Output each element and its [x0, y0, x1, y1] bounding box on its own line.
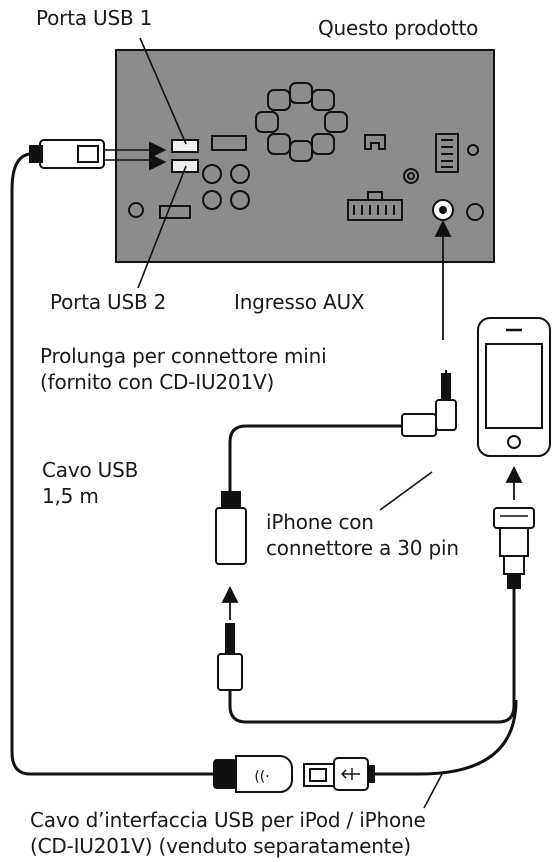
- left-bottom-slot: [159, 205, 191, 219]
- label-iphone-line1: iPhone con: [266, 510, 374, 534]
- leader-usb2: [137, 165, 187, 289]
- hdmi-slot: [211, 135, 247, 151]
- dock-connector: [493, 507, 535, 589]
- head-unit: [115, 49, 495, 263]
- interface-round-plug: ((·: [213, 755, 293, 793]
- usb-ports: [171, 139, 199, 173]
- label-cavo-usb-line1: Cavo USB: [42, 458, 139, 482]
- aux-plug: [401, 370, 457, 437]
- label-iphone-line2: connettore a 30 pin: [266, 536, 459, 560]
- round-jacks: [128, 144, 484, 221]
- aux-arrow: [434, 219, 452, 340]
- label-porta-usb-2: Porta USB 2: [50, 290, 167, 314]
- iphone-arrow: [505, 465, 523, 500]
- interface-cable-right: [228, 588, 516, 724]
- svg-text:((·: ((·: [254, 769, 269, 785]
- iphone-screen: [485, 343, 543, 429]
- multi-pin-connector: [435, 133, 459, 173]
- mini-male-plug: [217, 623, 243, 691]
- iphone: [477, 317, 551, 457]
- aux-jack-hole: [439, 206, 447, 214]
- label-ingresso-aux: Ingresso AUX: [234, 290, 365, 314]
- label-interfaccia-line2: (CD-IU201V) (venduto separatamente): [30, 834, 412, 858]
- leader-lines: [137, 37, 433, 511]
- label-porta-usb-1: Porta USB 1: [36, 6, 153, 30]
- extension-female-connector: [215, 491, 247, 565]
- head-unit-body: [115, 49, 495, 263]
- interface-usb-plug: [303, 757, 375, 791]
- label-questo-prodotto: Questo prodotto: [318, 16, 479, 40]
- leader-iphone: [379, 471, 433, 511]
- usb-port-2: [171, 159, 199, 173]
- usb-plug-left: [29, 139, 167, 171]
- label-cavo-usb-line2: 1,5 m: [42, 484, 99, 508]
- interface-cable-usb: [370, 699, 518, 776]
- fan-vents: [255, 82, 348, 162]
- label-prolunga-line2: (fornito con CD-IU201V): [40, 370, 275, 394]
- label-interfaccia-line1: Cavo d’interfaccia USB per iPod / iPhone: [30, 808, 426, 832]
- cables: [10, 152, 518, 776]
- interface-leader: [423, 773, 443, 809]
- harness-connector: [347, 191, 403, 221]
- usb-cable: [10, 152, 214, 776]
- small-connector: [364, 134, 386, 150]
- leader-usb1: [139, 37, 187, 145]
- label-prolunga-line1: Prolunga per connettore mini: [40, 344, 327, 368]
- extension-cable: [228, 424, 402, 443]
- mini-plug-arrow: [221, 585, 239, 620]
